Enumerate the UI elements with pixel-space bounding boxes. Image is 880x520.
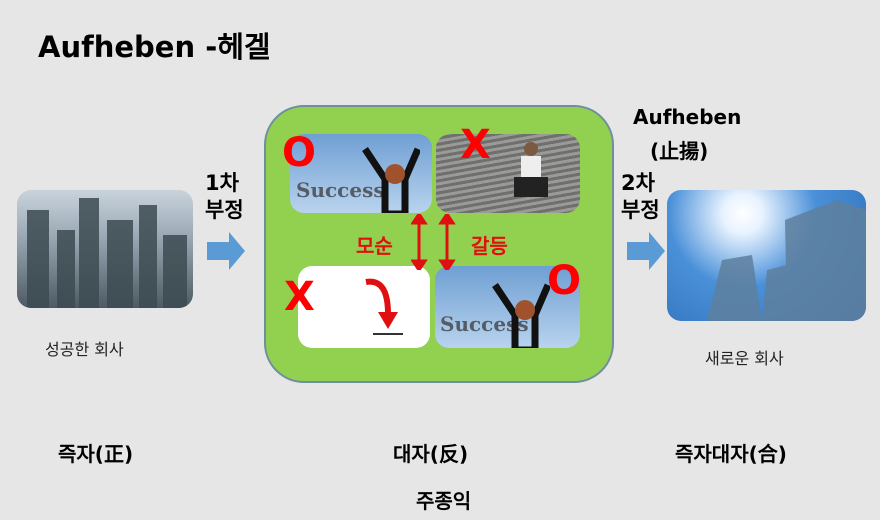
author-name: 주종익 (416, 489, 472, 513)
double-arrow-icons (411, 214, 456, 270)
new-company-image (667, 190, 866, 321)
success-text: Success (296, 178, 385, 202)
o-mark: O (282, 130, 317, 176)
right-arrow-icon (207, 232, 245, 270)
first-negation-line1: 1차 (205, 171, 239, 195)
first-negation-label: 1차 부정 (205, 170, 244, 224)
contradiction-label: 모순 (356, 234, 393, 258)
thesis-label: 즉자(正) (58, 442, 134, 466)
right-arrow-icon (627, 232, 665, 270)
aufheben-heading: Aufheben (633, 105, 742, 129)
second-negation-line2: 부정 (621, 198, 660, 222)
falling-image (298, 266, 430, 348)
success-image-top: Success (290, 134, 432, 213)
new-company-caption: 새로운 회사 (705, 349, 784, 368)
success-image-bottom: Success (435, 266, 580, 348)
x-mark: X (460, 122, 491, 168)
successful-company-caption: 성공한 회사 (45, 340, 124, 359)
aufheben-hanja: (止揚) (650, 139, 709, 163)
antithesis-label: 대자(反) (393, 442, 469, 466)
second-negation-line1: 2차 (621, 171, 655, 195)
successful-company-image (17, 190, 193, 308)
synthesis-label: 즉자대자(合) (675, 442, 787, 466)
down-arrow-icon (365, 278, 403, 335)
slide-title: Aufheben -헤겔 (38, 30, 271, 64)
conflict-label: 갈등 (471, 234, 508, 258)
second-negation-label: 2차 부정 (621, 170, 660, 224)
failure-image-top (436, 134, 580, 213)
x-mark: X (284, 274, 315, 320)
o-mark: O (547, 258, 582, 304)
first-negation-line2: 부정 (205, 198, 244, 222)
